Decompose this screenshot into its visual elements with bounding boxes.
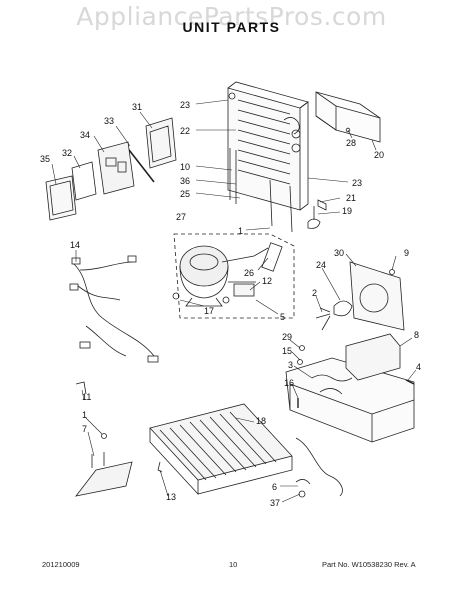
callout-22: 22 xyxy=(180,126,190,136)
evaporator xyxy=(149,403,293,496)
callout-33: 33 xyxy=(104,116,114,126)
callout-28: 28 xyxy=(346,138,356,148)
shroud-bracket xyxy=(315,91,381,143)
callout-10: 10 xyxy=(180,162,190,172)
callout-8: 8 xyxy=(414,330,419,340)
callout-11: 11 xyxy=(82,392,91,402)
condenser-coil xyxy=(227,81,309,233)
callout-4: 4 xyxy=(416,362,421,372)
footer-doc-code: 201210009 xyxy=(42,560,80,569)
machine-pan xyxy=(285,333,415,443)
callout-36: 36 xyxy=(180,176,190,186)
callout-32: 32 xyxy=(62,148,72,158)
callout-17: 17 xyxy=(204,306,214,316)
tube-clips xyxy=(307,199,327,229)
compressor xyxy=(172,242,283,307)
callout-30: 30 xyxy=(334,248,344,258)
callout-31: 31 xyxy=(132,102,142,112)
callout-15: 15 xyxy=(282,346,292,356)
control-board-group xyxy=(45,117,177,221)
callout-20: 20 xyxy=(374,150,384,160)
callout-14: 14 xyxy=(70,240,80,250)
callout-26: 26 xyxy=(244,268,254,278)
callout-12: 12 xyxy=(262,276,272,286)
callout-21: 21 xyxy=(346,193,356,203)
callout-23-lower: 23 xyxy=(352,178,362,188)
footer-part-number: Part No. W10538230 Rev. A xyxy=(322,560,416,569)
watermark: AppliancePartsPros.com xyxy=(76,2,387,31)
callout-9: 9 xyxy=(404,248,409,258)
callout-1-lower: 1 xyxy=(82,410,87,420)
callout-23-upper: 23 xyxy=(180,100,190,110)
callout-16: 16 xyxy=(284,378,294,388)
tubing xyxy=(295,437,343,498)
wiring-harness xyxy=(69,255,159,363)
callout-18: 18 xyxy=(256,416,266,426)
callout-13: 13 xyxy=(166,492,176,502)
callout-37: 37 xyxy=(270,498,280,508)
callout-25: 25 xyxy=(180,189,190,199)
footer-page-number: 10 xyxy=(229,560,238,569)
compressor-box xyxy=(173,233,295,319)
page-title: UNIT PARTS xyxy=(182,19,281,35)
callout-3: 3 xyxy=(288,360,293,370)
callout-2: 2 xyxy=(312,288,317,298)
callout-5: 5 xyxy=(280,312,285,322)
callout-7: 7 xyxy=(82,424,87,434)
callout-19: 19 xyxy=(342,206,352,216)
leader-lines xyxy=(51,99,417,503)
callout-labels: 23 22 10 36 25 31 33 34 32 35 28 20 23 2… xyxy=(40,100,421,508)
callout-35: 35 xyxy=(40,154,50,164)
callout-24: 24 xyxy=(316,260,326,270)
callout-29: 29 xyxy=(282,332,292,342)
callout-6: 6 xyxy=(272,482,277,492)
callout-34: 34 xyxy=(80,130,90,140)
callout-27: 27 xyxy=(176,212,186,222)
condenser-fan-assembly xyxy=(315,261,405,331)
callout-1-upper: 1 xyxy=(238,226,243,236)
heater-harness xyxy=(75,433,133,497)
small-clip xyxy=(75,381,87,395)
